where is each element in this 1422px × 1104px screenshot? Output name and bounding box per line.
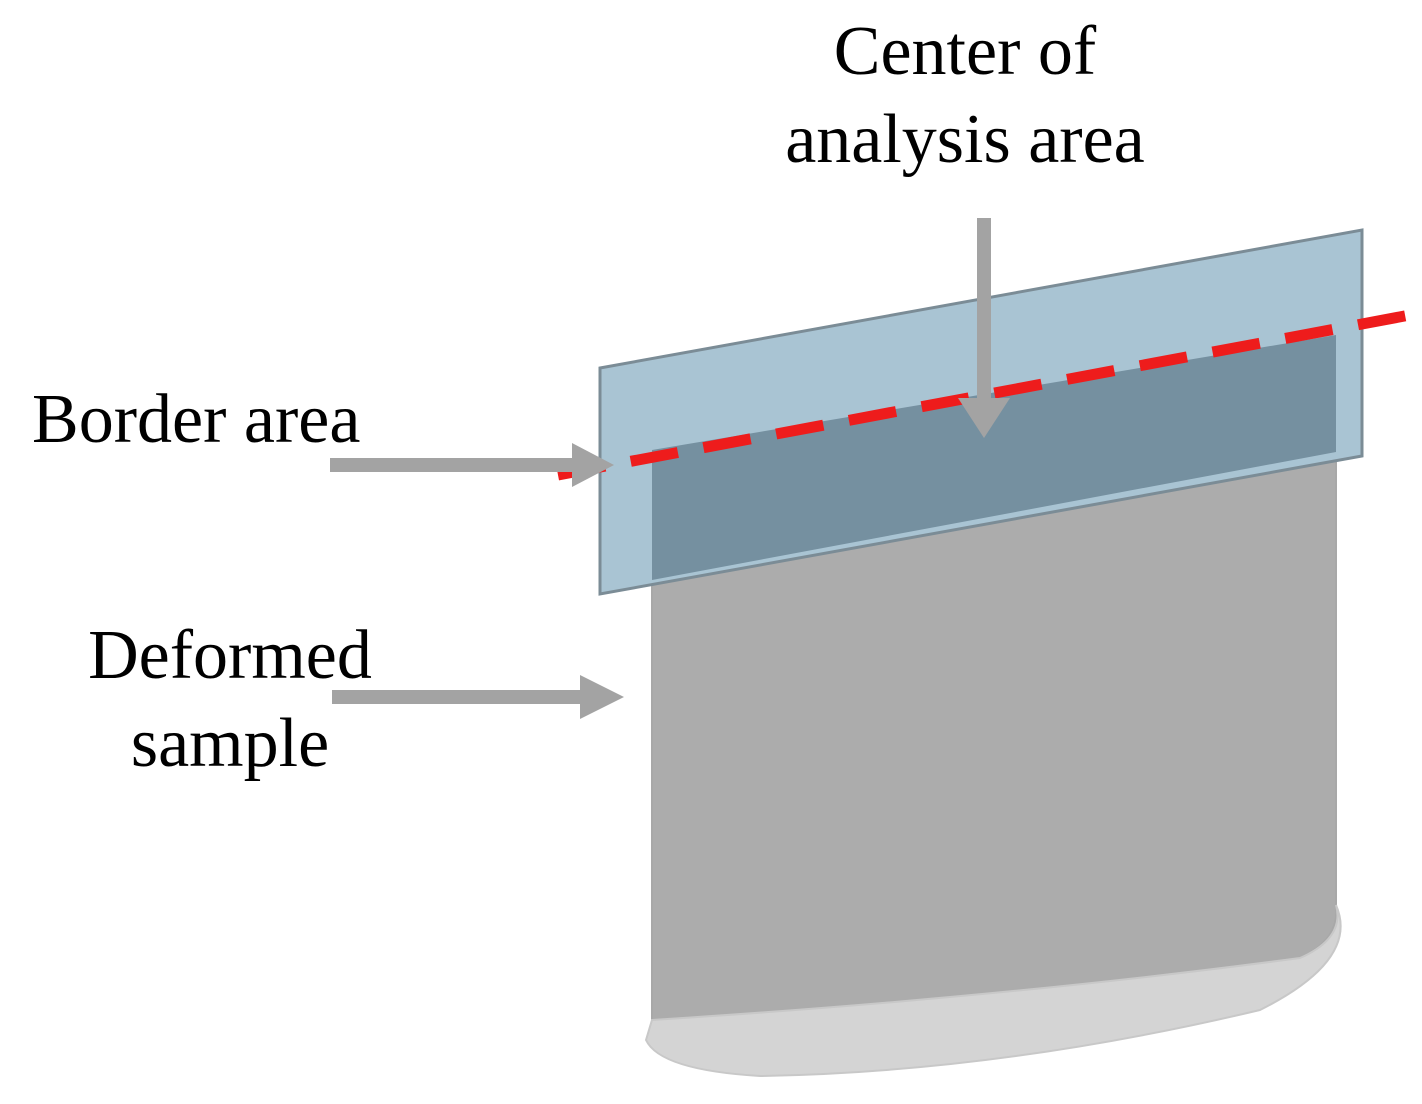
arrow-center: [958, 218, 1010, 438]
deformed-sample: [644, 438, 1342, 1078]
arrow-deformed: [332, 675, 624, 719]
deformed-label-line1: Deformed: [88, 617, 372, 694]
deformed-label-line2: sample: [130, 705, 330, 782]
border-area-label: Border area: [32, 376, 360, 464]
border-band-overlap: [652, 335, 1336, 580]
sample-bottom-face: [644, 904, 1342, 1078]
deformed-sample-label: Deformed sample: [40, 612, 420, 788]
center-of-analysis-area-label: Center of analysis area: [745, 8, 1185, 184]
arrow-border: [330, 443, 614, 487]
center-label-line1: Center of: [833, 13, 1097, 90]
center-label-line2: analysis area: [785, 101, 1145, 178]
border-label-text: Border area: [32, 381, 361, 458]
